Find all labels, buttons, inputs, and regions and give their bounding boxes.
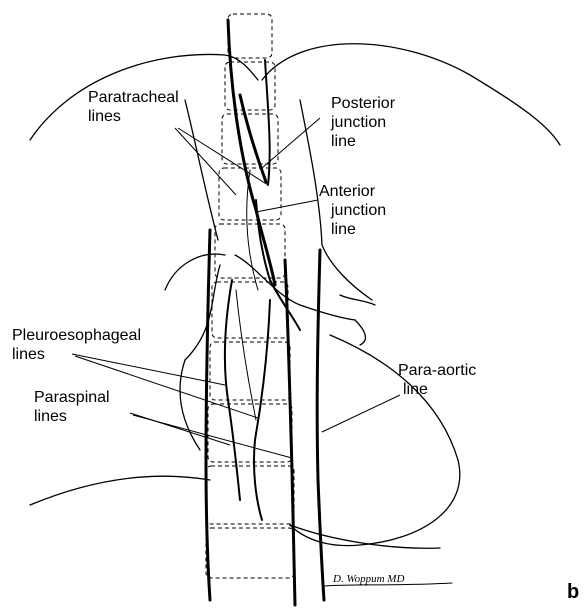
junction-lines: [246, 169, 301, 331]
artist-signature: D. Woppum MD: [324, 573, 453, 587]
heart-outline: [289, 334, 461, 547]
paratracheal-label-line2: lines: [88, 108, 121, 125]
diaphragm-outline: [29, 475, 441, 549]
anterior-junction-label-line1: Anterior: [319, 183, 376, 200]
mediastinal-outline: [164, 253, 376, 451]
left-lung-apex-outline: [29, 53, 259, 241]
paraspinal-label-line2: lines: [34, 408, 67, 425]
anterior-junction-label-line3: line: [331, 221, 356, 238]
anterior-junction-label-line2: junction: [330, 202, 386, 219]
posterior-junction-label-line3: line: [331, 133, 356, 150]
panel-letter: b: [567, 581, 579, 603]
paraspinal-label-line1: Paraspinal: [34, 389, 110, 406]
paratracheal-lines: [226, 18, 277, 287]
right-lung-apex-outline: [261, 43, 561, 301]
posterior-junction-label-line2: junction: [330, 114, 386, 131]
para-aortic-label-line2: line: [403, 381, 428, 398]
leader-lines: [71, 117, 401, 459]
signature-text: D. Woppum MD: [332, 573, 404, 585]
para-aortic-label-line1: Para-aortic: [398, 362, 476, 379]
vertebral-column: [205, 13, 295, 579]
pleuroesophageal-label-line1: Pleuroesophageal: [12, 327, 141, 344]
pleuroesophageal-lines: [223, 279, 271, 521]
posterior-junction-label-line1: Posterior: [331, 95, 396, 112]
paraspinal-lines: [204, 228, 297, 607]
paratracheal-label-line1: Paratracheal: [88, 89, 179, 106]
para-aortic-line: [315, 248, 326, 602]
pleuroesophageal-label-line2: lines: [12, 346, 45, 363]
